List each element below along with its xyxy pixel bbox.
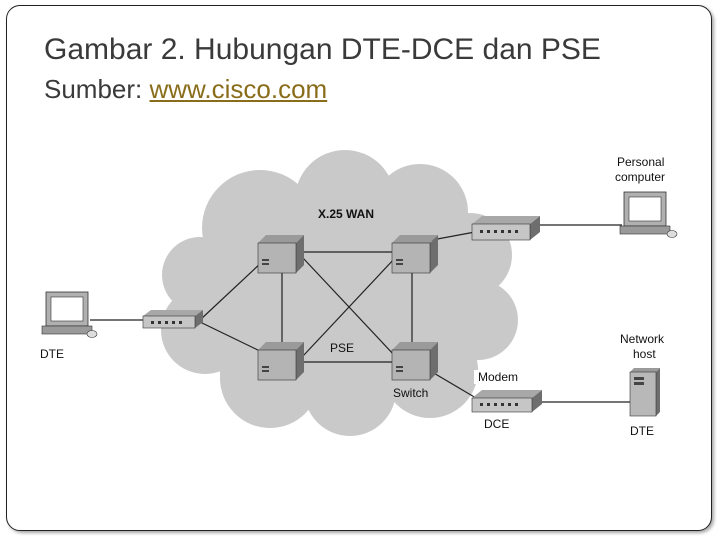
dte-left-label: DTE	[40, 347, 64, 361]
pse-label: PSE	[330, 341, 354, 355]
left-access-device[interactable]	[142, 310, 203, 329]
cloud-label: X.25 WAN	[318, 207, 374, 221]
pse-switch-bottom-left[interactable]	[257, 342, 304, 381]
dte-host-label: DTE	[630, 424, 654, 438]
host-label-line1: Network	[620, 332, 665, 346]
pc-label-line1: Personal	[617, 155, 664, 169]
personal-computer[interactable]	[619, 191, 678, 238]
pse-switch-top-left[interactable]	[257, 235, 304, 274]
source-label: Sumber:	[44, 74, 150, 104]
pse-switch-bottom-right[interactable]	[391, 342, 438, 381]
pc-label-line2: computer	[615, 170, 665, 184]
wan-cloud	[161, 150, 518, 436]
modem-device[interactable]	[471, 390, 542, 413]
dte-computer-left[interactable]	[41, 291, 98, 338]
wan-links	[281, 251, 413, 363]
pse-switch-top-right[interactable]	[391, 235, 438, 274]
host-label-line2: host	[633, 347, 656, 361]
source-line: Sumber: www.cisco.com	[44, 74, 327, 105]
source-link[interactable]: www.cisco.com	[149, 74, 328, 104]
access-links	[90, 224, 630, 403]
switch-label: Switch	[393, 386, 428, 400]
network-host-server[interactable]	[629, 368, 660, 417]
dce-label: DCE	[484, 417, 509, 431]
right-access-device[interactable]	[471, 216, 540, 241]
slide-title: Gambar 2. Hubungan DTE-DCE dan PSE	[44, 33, 601, 66]
modem-label-bg	[474, 370, 526, 384]
modem-label: Modem	[478, 370, 518, 384]
